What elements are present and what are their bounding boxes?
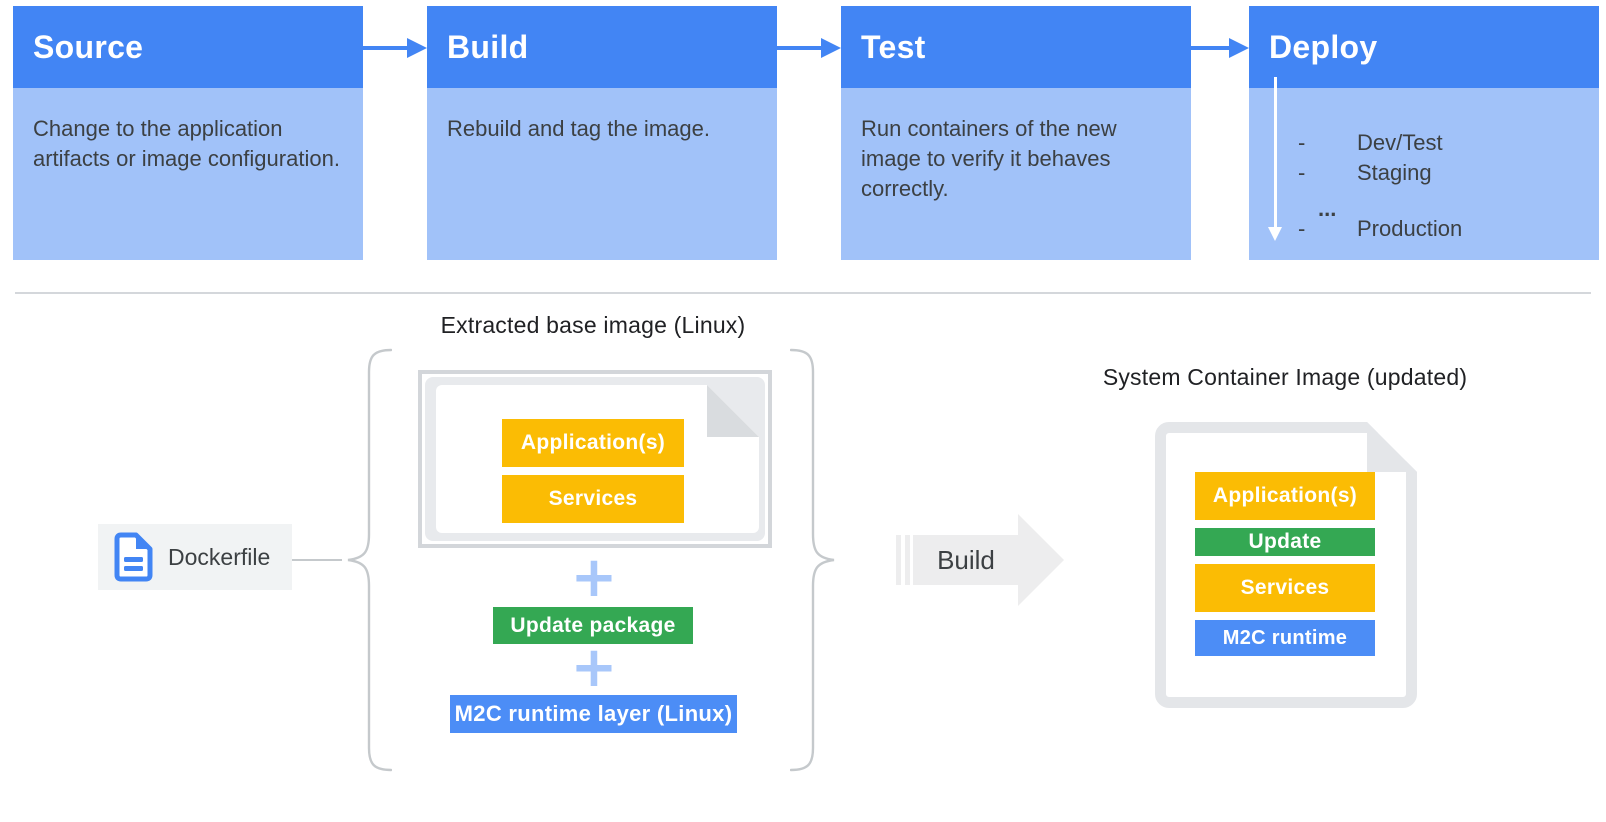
- stage-build-header: Build: [427, 6, 777, 88]
- deploy-env-label: Staging: [1357, 160, 1432, 185]
- stage-source-body: Change to the application artifacts or i…: [13, 88, 363, 260]
- plus-icon: +: [570, 635, 618, 700]
- stage-build-body: Rebuild and tag the image.: [427, 88, 777, 260]
- result-layer-services: Services: [1195, 564, 1375, 612]
- update-package-box: Update package: [493, 607, 693, 644]
- flow-arrow-icon: [363, 38, 427, 58]
- right-brace: [790, 348, 835, 772]
- flow-arrow-icon: [1191, 38, 1249, 58]
- dockerfile-document-icon: [114, 532, 153, 582]
- result-layer-m2c-runtime: M2C runtime: [1195, 620, 1375, 656]
- extracted-base-image-title: Extracted base image (Linux): [440, 312, 746, 338]
- deploy-env-label: Production: [1357, 216, 1463, 241]
- stage-test-title: Test: [861, 28, 926, 65]
- flow-arrow-icon: [777, 38, 841, 58]
- deploy-env-ellipsis: ...: [1318, 196, 1337, 221]
- stage-source-description: Change to the application artifacts or i…: [33, 116, 340, 171]
- left-brace: [347, 348, 392, 772]
- stage-build-description: Rebuild and tag the image.: [447, 116, 710, 141]
- build-arrow-icon: [896, 514, 1064, 606]
- stage-source-header: Source: [13, 6, 363, 88]
- dockerfile-chip: Dockerfile: [98, 524, 292, 590]
- stage-test-header: Test: [841, 6, 1191, 88]
- stage-deploy-header: Deploy: [1249, 6, 1599, 88]
- stage-deploy-title: Deploy: [1269, 28, 1378, 65]
- stage-deploy: Deploy - Dev/Test - Staging ... - Produc…: [1249, 6, 1599, 260]
- document-fold-icon: [1367, 422, 1417, 472]
- base-layer-applications: Application(s): [502, 419, 684, 467]
- document-fold-icon: [707, 385, 759, 437]
- stage-source-title: Source: [33, 28, 144, 65]
- stage-test-description: Run containers of the new image to verif…: [861, 116, 1117, 201]
- result-layer-update: Update: [1195, 528, 1375, 556]
- result-layer-applications: Application(s): [1195, 472, 1375, 520]
- deploy-env-label: Dev/Test: [1357, 130, 1443, 155]
- stage-source: Source Change to the application artifac…: [13, 6, 363, 260]
- down-arrow-icon: [1274, 77, 1277, 229]
- stage-test-body: Run containers of the new image to verif…: [841, 88, 1191, 260]
- stage-deploy-body: [1249, 88, 1599, 260]
- base-layer-services: Services: [502, 475, 684, 523]
- dockerfile-connector-line: [292, 559, 342, 561]
- section-divider: [15, 292, 1591, 294]
- dockerfile-label: Dockerfile: [168, 543, 271, 570]
- stage-build: Build Rebuild and tag the image.: [427, 6, 777, 260]
- runtime-layer-box: M2C runtime layer (Linux): [450, 695, 737, 733]
- build-arrow-label: Build: [937, 545, 995, 575]
- stage-build-title: Build: [447, 28, 529, 65]
- system-container-image-title: System Container Image (updated): [1102, 364, 1468, 390]
- down-arrow-head-icon: [1268, 227, 1282, 241]
- stage-test: Test Run containers of the new image to …: [841, 6, 1191, 260]
- plus-icon: +: [570, 545, 618, 610]
